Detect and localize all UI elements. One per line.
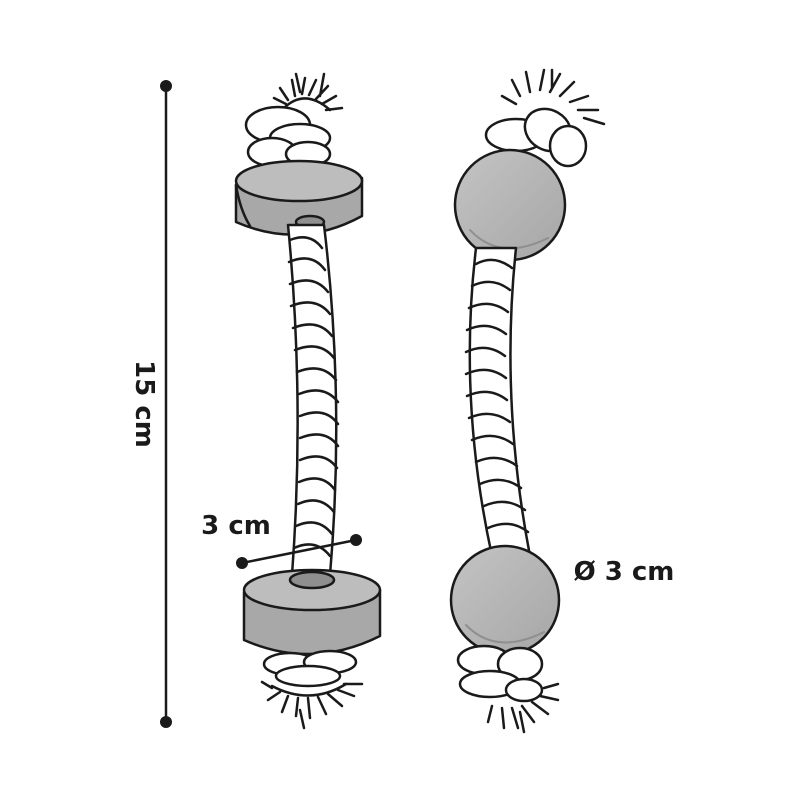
rope-knot-bottom [262, 649, 358, 688]
disc-width-dimension: 3 cm [201, 511, 362, 569]
disc-width-label: 3 cm [201, 511, 271, 541]
wood-disc-top [234, 159, 364, 236]
wood-disc-bottom [242, 568, 382, 656]
rope-tuft-top [272, 72, 344, 112]
ball-diameter-label: Ø 3 cm [574, 557, 675, 587]
rope-knot-top [244, 105, 332, 168]
rope-shaft [464, 246, 532, 558]
wood-ball-top [453, 148, 567, 262]
length-dimension: 15 cm [129, 80, 172, 728]
rope-tuft-bottom [486, 682, 560, 734]
rope-tuft-bottom [260, 680, 364, 730]
rope-toy-with-discs [234, 72, 382, 730]
wood-ball-bottom [449, 544, 561, 656]
length-label: 15 cm [129, 360, 159, 448]
rope-toy-with-balls [449, 68, 606, 734]
rope-knot-bottom [456, 644, 544, 703]
rope-shaft [286, 223, 340, 577]
rope-knot-top [484, 107, 588, 168]
rope-tuft-top [500, 68, 606, 126]
